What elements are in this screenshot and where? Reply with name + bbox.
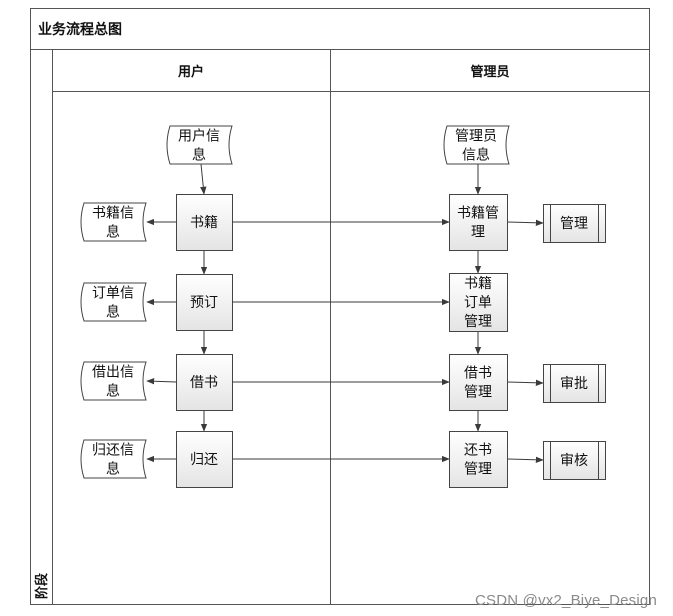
node-label: 归还信息 (92, 442, 134, 478)
node-borrow: 借书 (176, 354, 233, 411)
node-return-info: 归还信息 (80, 439, 147, 479)
process-shape (449, 194, 508, 251)
data-shape (166, 125, 233, 165)
node-label: 书籍管理 (457, 205, 499, 241)
node-label: 借书管理 (464, 366, 492, 401)
process-shape (176, 274, 233, 331)
node-book: 书籍 (176, 194, 233, 251)
edge-return-mgmt-to-audit (506, 456, 544, 463)
edge-layer (146, 163, 544, 463)
node-label: 还书管理 (464, 443, 492, 478)
data-shape (80, 282, 147, 322)
node-user-info: 用户信息 (166, 125, 233, 165)
process-shape (449, 273, 508, 332)
node-approve: 审批 (543, 364, 606, 403)
node-label: 审核 (560, 453, 588, 469)
node-borrow-info: 借出信息 (80, 361, 147, 401)
node-label: 借书 (190, 375, 218, 391)
data-shape (80, 202, 147, 242)
node-label: 管理员信息 (455, 129, 497, 164)
subprocess-shape (543, 441, 606, 480)
edge-book-mgmt-to-manage (506, 219, 544, 226)
node-book-mgmt: 书籍管理 (449, 194, 508, 251)
node-audit: 审核 (543, 441, 606, 480)
edge-user-info-to-book (200, 163, 207, 195)
node-reserve: 预订 (176, 274, 233, 331)
diagram-title: 业务流程总图 (38, 21, 122, 38)
node-label: 书籍信息 (92, 205, 134, 241)
node-return: 归还 (176, 431, 233, 488)
node-label: 审批 (560, 376, 588, 392)
node-label: 书籍 (190, 214, 218, 231)
node-label: 预订 (190, 295, 218, 311)
data-shape (80, 361, 147, 401)
node-label: 归还 (190, 451, 218, 468)
lane-header-admin: 管理员 (470, 64, 509, 80)
node-label: 借出信息 (92, 365, 134, 400)
node-book-info: 书籍信息 (80, 202, 147, 242)
node-borrow-mgmt: 借书管理 (449, 354, 508, 411)
node-return-mgmt: 还书管理 (449, 431, 508, 488)
data-shape (80, 439, 147, 479)
process-shape (176, 354, 233, 411)
process-shape (449, 431, 508, 488)
stage-label: 阶段 (34, 573, 50, 599)
watermark: CSDN @vx2_Biye_Design (475, 592, 657, 609)
node-label: 用户信息 (178, 128, 220, 164)
node-label: 书籍订单管理 (464, 275, 492, 330)
data-shape (443, 125, 510, 165)
process-shape (449, 354, 508, 411)
lane-header-user: 用户 (177, 64, 204, 80)
node-order-info: 订单信息 (80, 282, 147, 322)
node-admin-info: 管理员信息 (443, 125, 510, 165)
subprocess-shape (543, 204, 606, 243)
node-manage: 管理 (543, 204, 606, 243)
node-order-mgmt: 书籍订单管理 (449, 273, 508, 332)
edge-borrow-to-borrow-info (146, 378, 177, 385)
subprocess-shape (543, 364, 606, 403)
process-shape (176, 431, 233, 488)
edge-borrow-mgmt-to-approve (506, 379, 544, 386)
node-label: 管理 (560, 216, 588, 232)
node-label: 订单信息 (92, 286, 134, 321)
process-shape (176, 194, 233, 251)
